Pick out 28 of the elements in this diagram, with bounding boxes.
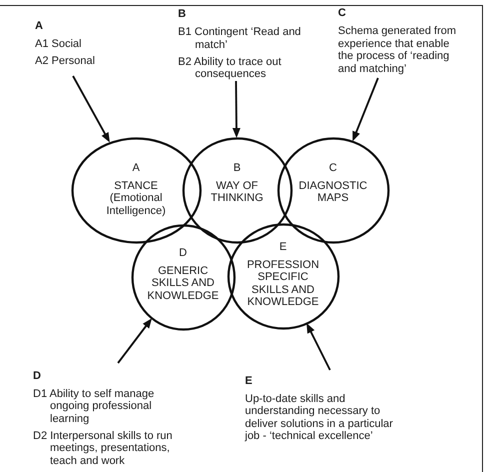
list-item: A1 Social <box>35 38 82 50</box>
list-item: D2 Interpersonal skills to run meetings, presentations, teach and work <box>33 430 174 467</box>
list-item: A2 Personal <box>35 55 96 68</box>
arrow <box>352 78 379 142</box>
section-heading: C <box>338 7 346 20</box>
circle-letter: C <box>329 162 337 174</box>
list-item: B2 Ability to trace out consequences <box>178 56 282 80</box>
circle-label: PROFESSION SPECIFIC SKILLS AND KNOWLEDGE <box>246 258 320 308</box>
arrow <box>232 81 240 138</box>
circle-letter: B <box>233 162 241 174</box>
arrow <box>306 323 331 370</box>
section-heading: E <box>245 374 252 388</box>
list-item: D1 Ability to self manage ongoing professional learning <box>33 388 156 425</box>
circle-letter: D <box>179 247 187 260</box>
section-heading: A <box>35 20 43 33</box>
circle-label: WAY OF THINKING <box>210 180 264 204</box>
circle-label: STANCE (Emotional Intelligence) <box>105 180 167 217</box>
description-text: Schema generated from experience that enable the process of ‘reading and matching’ <box>338 25 458 75</box>
circle-label: GENERIC SKILLS AND KNOWLEDGE <box>146 264 220 302</box>
arrow <box>117 318 152 364</box>
list-item: B1 Contingent ‘Read and match’ <box>178 26 302 51</box>
arrow <box>72 76 110 143</box>
circle-letter: E <box>279 241 287 254</box>
description-text: Up-to-date skills and understanding necessary to deliver solutions in a particular job - ‘technical excellence’ <box>245 392 394 442</box>
section-heading: D <box>33 370 41 382</box>
circle-letter: A <box>132 162 140 174</box>
section-heading: B <box>178 8 186 21</box>
circle-label: DIAGNOSTIC MAPS <box>298 180 368 204</box>
